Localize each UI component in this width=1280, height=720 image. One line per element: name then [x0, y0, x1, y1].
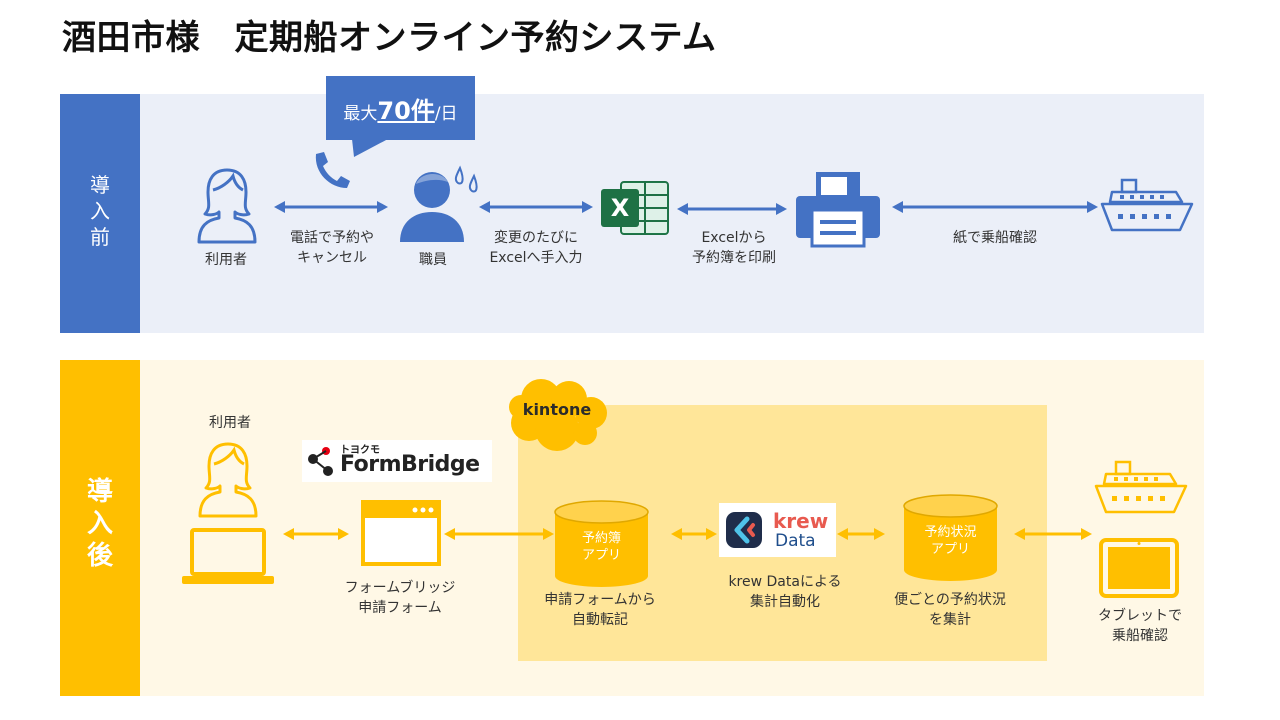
app1-caption-line: 申請フォームから [544, 592, 656, 608]
callout-number: 70件 [377, 97, 435, 125]
after-user-label: 利用者 [209, 415, 251, 431]
krew-logo-icon [726, 512, 762, 548]
callout-prefix: 最大 [343, 104, 378, 124]
phone-label-line: キャンセル [297, 250, 367, 266]
print-label-line: 予約簿を印刷 [692, 250, 776, 266]
arrow-user-staff [274, 201, 388, 213]
krew-caption: krew Dataによる 集計自動化 [710, 572, 860, 612]
callout-suffix: /日 [434, 104, 458, 124]
person-laptop-icon [182, 442, 274, 584]
tablet-caption-line: タブレットで [1098, 608, 1182, 624]
before-section-label: 導 入 前 [60, 94, 140, 333]
after-label-char: 導 [86, 477, 113, 507]
before-label-char: 入 [90, 199, 110, 223]
formbridge-logo-icon [308, 447, 333, 476]
arrow-form-app1 [444, 528, 554, 540]
excel-icon-letter: X [610, 194, 630, 222]
reservation-book-app: 予約簿 アプリ [553, 500, 650, 588]
excel-input-label-line: 変更のたびに [494, 230, 578, 246]
print-label-line: Excelから [701, 230, 767, 246]
reservation-status-app-label: 予約状況 アプリ [902, 524, 999, 558]
phone-label: 電話で予約や キャンセル [274, 228, 390, 268]
kintone-logo-text: kintone [522, 400, 592, 419]
staff-label: 職員 [419, 252, 447, 268]
app2-label-line: アプリ [930, 542, 970, 557]
phone-icon [315, 152, 350, 188]
reservation-book-app-label: 予約簿 アプリ [553, 530, 650, 564]
krew-caption-line: 集計自動化 [750, 594, 820, 610]
excel-input-label-line: Excelへ手入力 [489, 250, 583, 266]
arrow-app2-tablet [1014, 528, 1092, 540]
tablet-caption-line: 乗船確認 [1112, 628, 1168, 644]
printer-icon [796, 172, 880, 248]
app2-caption: 便ごとの予約状況 を集計 [870, 590, 1030, 630]
ship-icon [1094, 460, 1188, 514]
app1-label-line: アプリ [581, 548, 621, 563]
before-user-label: 利用者 [205, 252, 247, 268]
arrow-krew-app2 [837, 528, 885, 540]
arrow-app1-krew [671, 528, 717, 540]
database-icon [554, 500, 649, 587]
excel-input-label: 変更のたびに Excelへ手入力 [474, 228, 598, 268]
page-title: 酒田市様 定期船オンライン予約システム [62, 18, 717, 58]
app1-caption-line: 自動転記 [572, 612, 628, 628]
after-label-char: 後 [86, 541, 113, 571]
excel-icon: X [601, 179, 670, 237]
staff-icon [400, 165, 478, 242]
krew-logo-line2: Data [775, 531, 816, 551]
phone-label-line: 電話で予約や [290, 230, 374, 246]
app1-caption: 申請フォームから 自動転記 [525, 590, 675, 630]
form-label-line: フォームブリッジ [344, 580, 456, 596]
after-label-char: 入 [86, 509, 113, 539]
arrow-excel-printer [677, 203, 787, 215]
tablet-icon [1099, 538, 1179, 598]
database-icon [903, 494, 998, 581]
kintone-cloud-icon [509, 379, 607, 451]
before-label-char: 導 [90, 173, 110, 197]
reservation-status-app: 予約状況 アプリ [902, 494, 999, 582]
after-section-label: 導 入 後 [60, 360, 140, 696]
print-label: Excelから 予約簿を印刷 [674, 228, 794, 268]
arrow-user-form [283, 528, 349, 540]
app1-label-line: 予約簿 [581, 531, 621, 546]
formbridge-top-text: トヨクモ [340, 445, 380, 456]
krew-data-logo: krew Data [719, 503, 836, 557]
app2-caption-line: 便ごとの予約状況 [894, 592, 1006, 608]
before-label-char: 前 [90, 225, 110, 249]
arrow-printer-ship [892, 201, 1098, 213]
tablet-caption: タブレットで 乗船確認 [1070, 606, 1210, 646]
boarding-label: 紙で乗船確認 [953, 230, 1037, 246]
krew-caption-line: krew Dataによる [728, 574, 842, 590]
ship-icon [1100, 178, 1194, 232]
formbridge-name: FormBridge [340, 452, 480, 477]
form-label-line: 申請フォーム [358, 600, 442, 616]
max-reservations-callout: 最大70件/日 [326, 76, 475, 140]
formbridge-logo: トヨクモ FormBridge [302, 440, 492, 482]
app2-caption-line: を集計 [929, 612, 971, 628]
callout-tail [352, 139, 388, 157]
form-label: フォームブリッジ 申請フォーム [330, 578, 470, 618]
krew-logo-line1: krew [773, 509, 829, 533]
form-window-icon [361, 500, 441, 566]
person-icon [197, 168, 257, 244]
app2-label-line: 予約状況 [924, 525, 977, 540]
arrow-staff-excel [479, 201, 593, 213]
